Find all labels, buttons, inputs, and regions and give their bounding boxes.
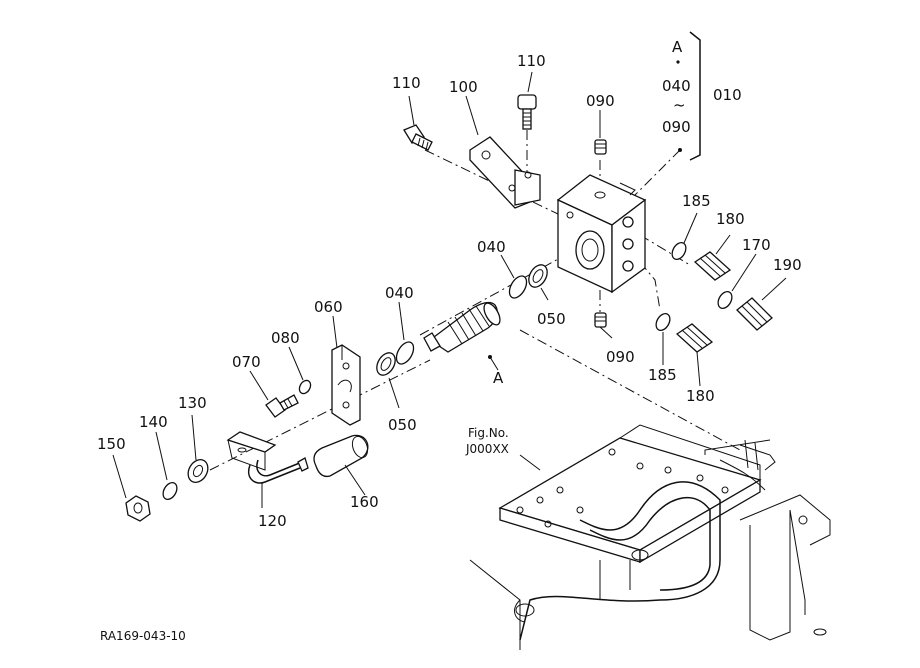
label-150: 150 xyxy=(97,435,126,453)
label-fig-no: Fig.No. xyxy=(468,426,509,440)
fitting-190 xyxy=(736,297,773,331)
backup-ring-050-upper xyxy=(528,264,548,288)
label-040-upper: 040 xyxy=(477,238,506,256)
nut-150 xyxy=(125,495,151,522)
knob-160 xyxy=(313,434,369,478)
label-110-left: 110 xyxy=(392,74,421,92)
label-range-tilde: ~ xyxy=(673,96,686,114)
fitting-180-lower xyxy=(675,323,714,353)
label-185-lower: 185 xyxy=(648,366,677,384)
label-010: 010 xyxy=(713,86,742,104)
drawing-code: RA169-043-10 xyxy=(100,629,186,643)
o-ring-185-upper xyxy=(671,241,687,261)
bolt-110-right xyxy=(517,94,537,130)
label-160: 160 xyxy=(350,493,379,511)
label-110-right: 110 xyxy=(517,52,546,70)
bolt-070 xyxy=(265,394,299,418)
label-190: 190 xyxy=(773,256,802,274)
label-100: 100 xyxy=(449,78,478,96)
leader-lines xyxy=(112,31,787,508)
spring-washer-140 xyxy=(162,481,178,501)
label-180-lower: 180 xyxy=(686,387,715,405)
o-ring-170 xyxy=(717,290,733,310)
label-170: 170 xyxy=(742,236,771,254)
frame-chassis xyxy=(469,424,831,650)
label-050-upper: 050 xyxy=(537,310,566,328)
label-080: 080 xyxy=(271,329,300,347)
label-090-lower: 090 xyxy=(606,348,635,366)
callout-labels: 010 040 040 050 050 060 070 080 090 090 … xyxy=(97,38,802,643)
plate-060 xyxy=(331,344,361,426)
o-ring-185-lower xyxy=(655,312,671,332)
assembly-centre-lines xyxy=(209,130,741,471)
reference-dots xyxy=(488,60,682,359)
label-range-from: 040 xyxy=(662,77,691,95)
washer-130 xyxy=(187,459,209,483)
label-070: 070 xyxy=(232,353,261,371)
label-060: 060 xyxy=(314,298,343,316)
spool-valve xyxy=(423,301,501,353)
valve-block-010 xyxy=(556,174,647,294)
o-ring-040-lower xyxy=(395,341,415,365)
label-fig-code: J000XX xyxy=(465,442,509,456)
label-130: 130 xyxy=(178,394,207,412)
label-range-to: 090 xyxy=(662,118,691,136)
set-screw-090-bottom xyxy=(594,312,607,328)
set-screw-090-top xyxy=(594,139,607,155)
label-040-lower: 040 xyxy=(385,284,414,302)
label-090-upper: 090 xyxy=(586,92,615,110)
label-ref-a-bottom: A xyxy=(493,369,504,387)
label-050-lower: 050 xyxy=(388,416,417,434)
o-ring-040-upper xyxy=(508,275,528,299)
backup-ring-050-lower xyxy=(376,352,396,376)
label-180-upper: 180 xyxy=(716,210,745,228)
label-120: 120 xyxy=(258,512,287,530)
bracket-100 xyxy=(469,136,541,209)
label-140: 140 xyxy=(139,413,168,431)
label-185-upper: 185 xyxy=(682,192,711,210)
fitting-180-upper xyxy=(693,251,732,281)
lever-120 xyxy=(226,431,309,484)
label-ref-a-top: A xyxy=(672,38,683,56)
washer-080 xyxy=(298,379,312,395)
bolt-110-left xyxy=(403,124,433,151)
